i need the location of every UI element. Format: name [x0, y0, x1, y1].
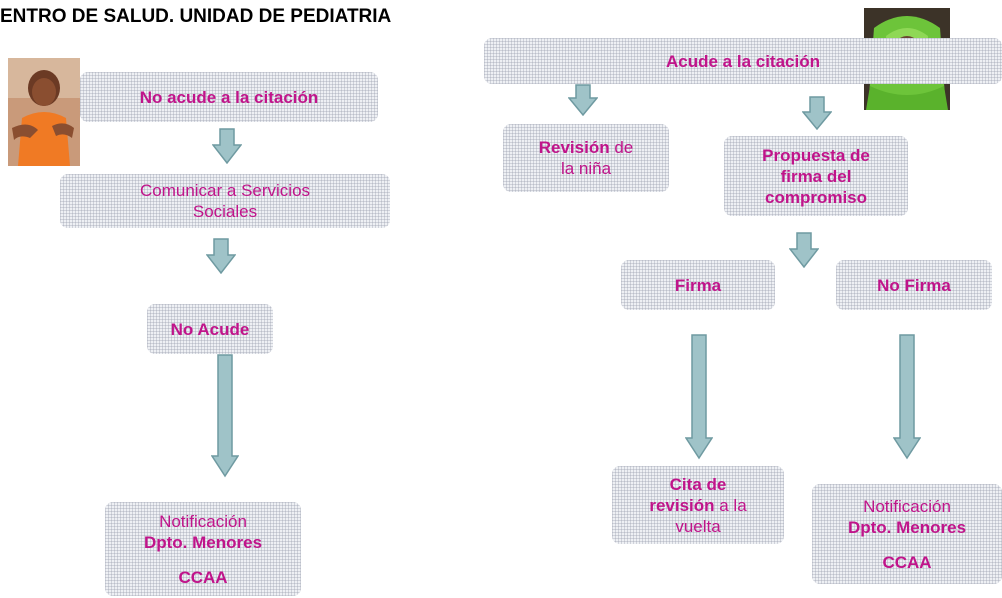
down-arrow-icon	[802, 96, 832, 130]
propuesta-line2: firma del	[780, 166, 852, 186]
propuesta-line1: Propuesta de	[762, 145, 870, 165]
no-acude-label: No Acude	[170, 319, 250, 339]
long-down-arrow-icon	[685, 334, 713, 460]
dpto-menores-right-label: Dpto. Menores	[847, 517, 967, 537]
dpto-menores-label: Dpto. Menores	[143, 532, 263, 552]
cita-line2: revisión a la	[649, 495, 746, 516]
no-acude-citacion-box: No acude a la citación	[80, 72, 378, 122]
no-firma-label: No Firma	[877, 275, 951, 295]
revision-nina-box: Revisión de la niña	[503, 124, 669, 192]
cita-rest: a la	[714, 495, 747, 515]
down-arrow-icon	[568, 84, 598, 116]
acude-citacion-label: Acude a la citación	[666, 51, 820, 71]
ccaa-right-label: CCAA	[882, 552, 932, 572]
firma-label: Firma	[674, 275, 722, 295]
notificacion-right-box: Notificación Dpto. Menores CCAA	[812, 484, 1002, 584]
down-arrow-icon	[789, 232, 819, 268]
notificacion-line1: Notificación	[159, 511, 247, 531]
long-down-arrow-icon	[893, 334, 921, 460]
notificacion-right-line1: Notificación	[863, 496, 951, 516]
revision-bold: Revisión	[538, 138, 610, 157]
page-title: ENTRO DE SALUD. UNIDAD DE PEDIATRIA	[0, 6, 392, 27]
revision-line1: Revisión de	[539, 137, 634, 158]
acude-citacion-box: Acude a la citación	[484, 38, 1002, 84]
long-down-arrow-icon	[211, 354, 239, 478]
revision-rest: de	[609, 138, 634, 157]
notificacion-left-box: Notificación Dpto. Menores CCAA	[105, 502, 301, 596]
no-acude-citacion-label: No acude a la citación	[139, 87, 319, 107]
cita-bold: revisión	[649, 495, 715, 515]
ccaa-label: CCAA	[178, 567, 228, 587]
cita-line3: vuelta	[675, 516, 721, 536]
left-photo	[8, 58, 80, 166]
firma-box: Firma	[621, 260, 775, 310]
cita-revision-box: Cita de revisión a la vuelta	[612, 466, 784, 544]
revision-line2: la niña	[560, 159, 612, 178]
no-acude-box: No Acude	[147, 304, 273, 354]
down-arrow-icon	[206, 238, 236, 274]
comunicar-servicios-box: Comunicar a Servicios Sociales	[60, 174, 390, 228]
comunicar-line1: Comunicar a Servicios	[139, 181, 311, 200]
comunicar-line2: Sociales	[192, 202, 258, 221]
down-arrow-icon	[212, 128, 242, 164]
cita-line1: Cita de	[669, 474, 727, 494]
propuesta-firma-box: Propuesta de firma del compromiso	[724, 136, 908, 216]
no-firma-box: No Firma	[836, 260, 992, 310]
propuesta-line3: compromiso	[764, 187, 868, 207]
